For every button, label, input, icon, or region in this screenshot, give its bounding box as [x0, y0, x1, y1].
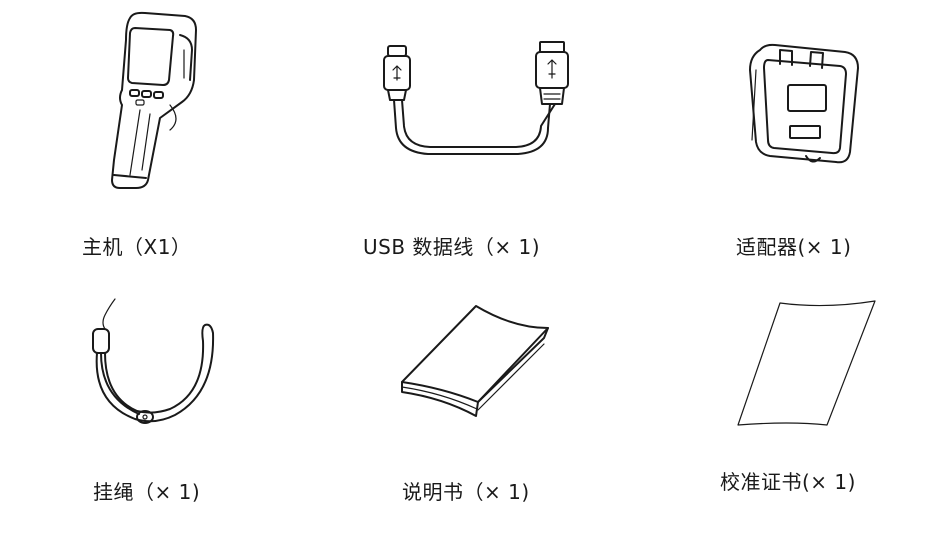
- item-label: 挂绳（× 1): [93, 480, 201, 504]
- item-label: 主机（X1）: [82, 235, 192, 259]
- item-label: 校准证书(× 1): [720, 470, 856, 494]
- item-label: 适配器(× 1): [736, 235, 852, 259]
- calibration-certificate-icon: [735, 295, 880, 430]
- lanyard-icon: [75, 293, 230, 443]
- usb-cable-icon: [378, 38, 569, 163]
- item-label: 说明书（× 1): [402, 480, 530, 504]
- item-label: USB 数据线（× 1): [363, 235, 541, 259]
- thermal-camera-icon: [100, 10, 210, 195]
- manual-booklet-icon: [398, 298, 553, 428]
- power-adapter-icon: [740, 40, 870, 170]
